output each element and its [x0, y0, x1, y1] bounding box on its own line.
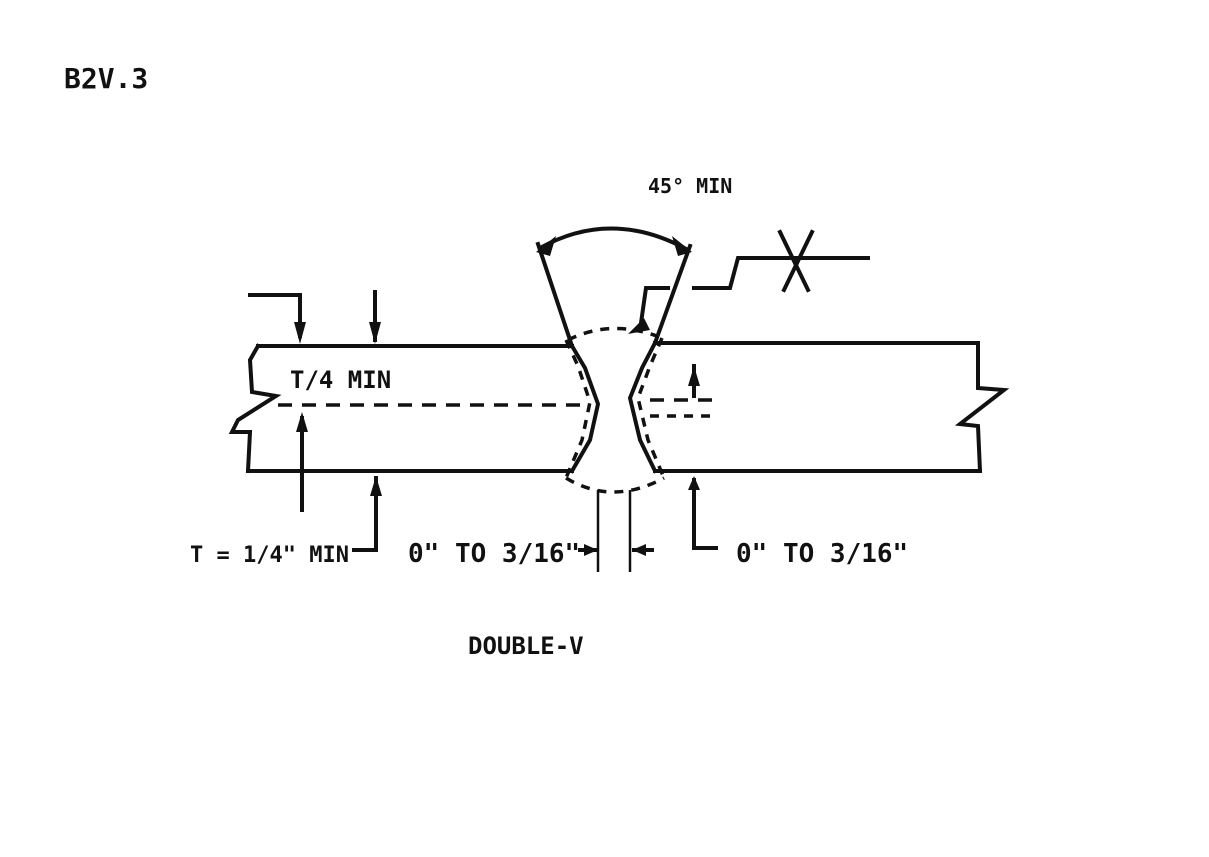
root-gap-right-label: 0" TO 3/16" [736, 539, 908, 569]
bottom-weld-reinforcement [565, 476, 665, 494]
depth-dimension [248, 290, 381, 512]
right-bevel-edge [627, 337, 666, 479]
figure-id-label: B2V.3 [64, 62, 148, 95]
left-bevel-edge [564, 339, 601, 479]
root-opening-dimension [578, 490, 654, 572]
top-weld-reinforcement [567, 326, 663, 342]
depth-label: T/4 MIN [290, 366, 391, 394]
groove-angle-dimension [535, 226, 693, 349]
root-gap-left-label: 0" TO 3/16" [408, 539, 580, 569]
right-plate [653, 341, 1010, 474]
thickness-label: T = 1/4" MIN [190, 543, 349, 568]
left-plate [228, 343, 574, 474]
joint-type-caption: DOUBLE-V [468, 632, 584, 660]
thickness-dimension [352, 476, 382, 552]
weld-symbol [628, 229, 870, 334]
groove-angle-label: 45° MIN [648, 174, 732, 198]
right-depth-dimension [650, 364, 718, 550]
